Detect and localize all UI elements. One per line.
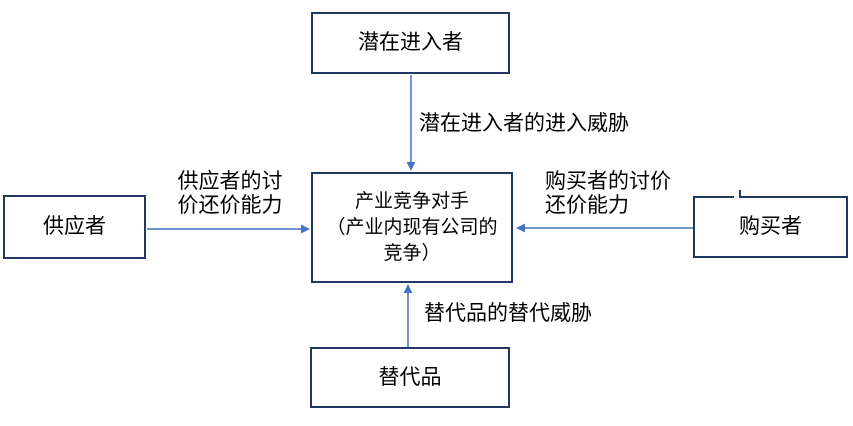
potential-entrants-label: 潜在进入者 <box>358 31 463 54</box>
supplier-power-label: 供应者的讨 价还价能力 <box>177 170 283 217</box>
substitute-threat-label: 替代品的替代威胁 <box>424 302 592 325</box>
buyers-label: 购买者 <box>739 215 802 238</box>
substitutes-label: 替代品 <box>378 365 442 389</box>
buyer-power-label: 购买者的讨价 还价能力 <box>545 170 671 217</box>
suppliers-label: 供应者 <box>43 215 106 238</box>
buyers-box: 购买者 <box>693 196 848 258</box>
suppliers-box: 供应者 <box>3 195 146 259</box>
industry-rivals-box: 产业竞争对手 （产业内现有公司的 竞争） <box>311 172 513 283</box>
substitutes-box: 替代品 <box>310 347 510 408</box>
buyers-box-border-gap <box>734 195 739 198</box>
potential-entrants-box: 潜在进入者 <box>311 12 510 74</box>
entry-threat-label: 潜在进入者的进入威胁 <box>419 112 629 135</box>
industry-rivals-label: 产业竞争对手 （产业内现有公司的 竞争） <box>326 190 498 264</box>
buyers-box-border-tick <box>739 190 741 197</box>
